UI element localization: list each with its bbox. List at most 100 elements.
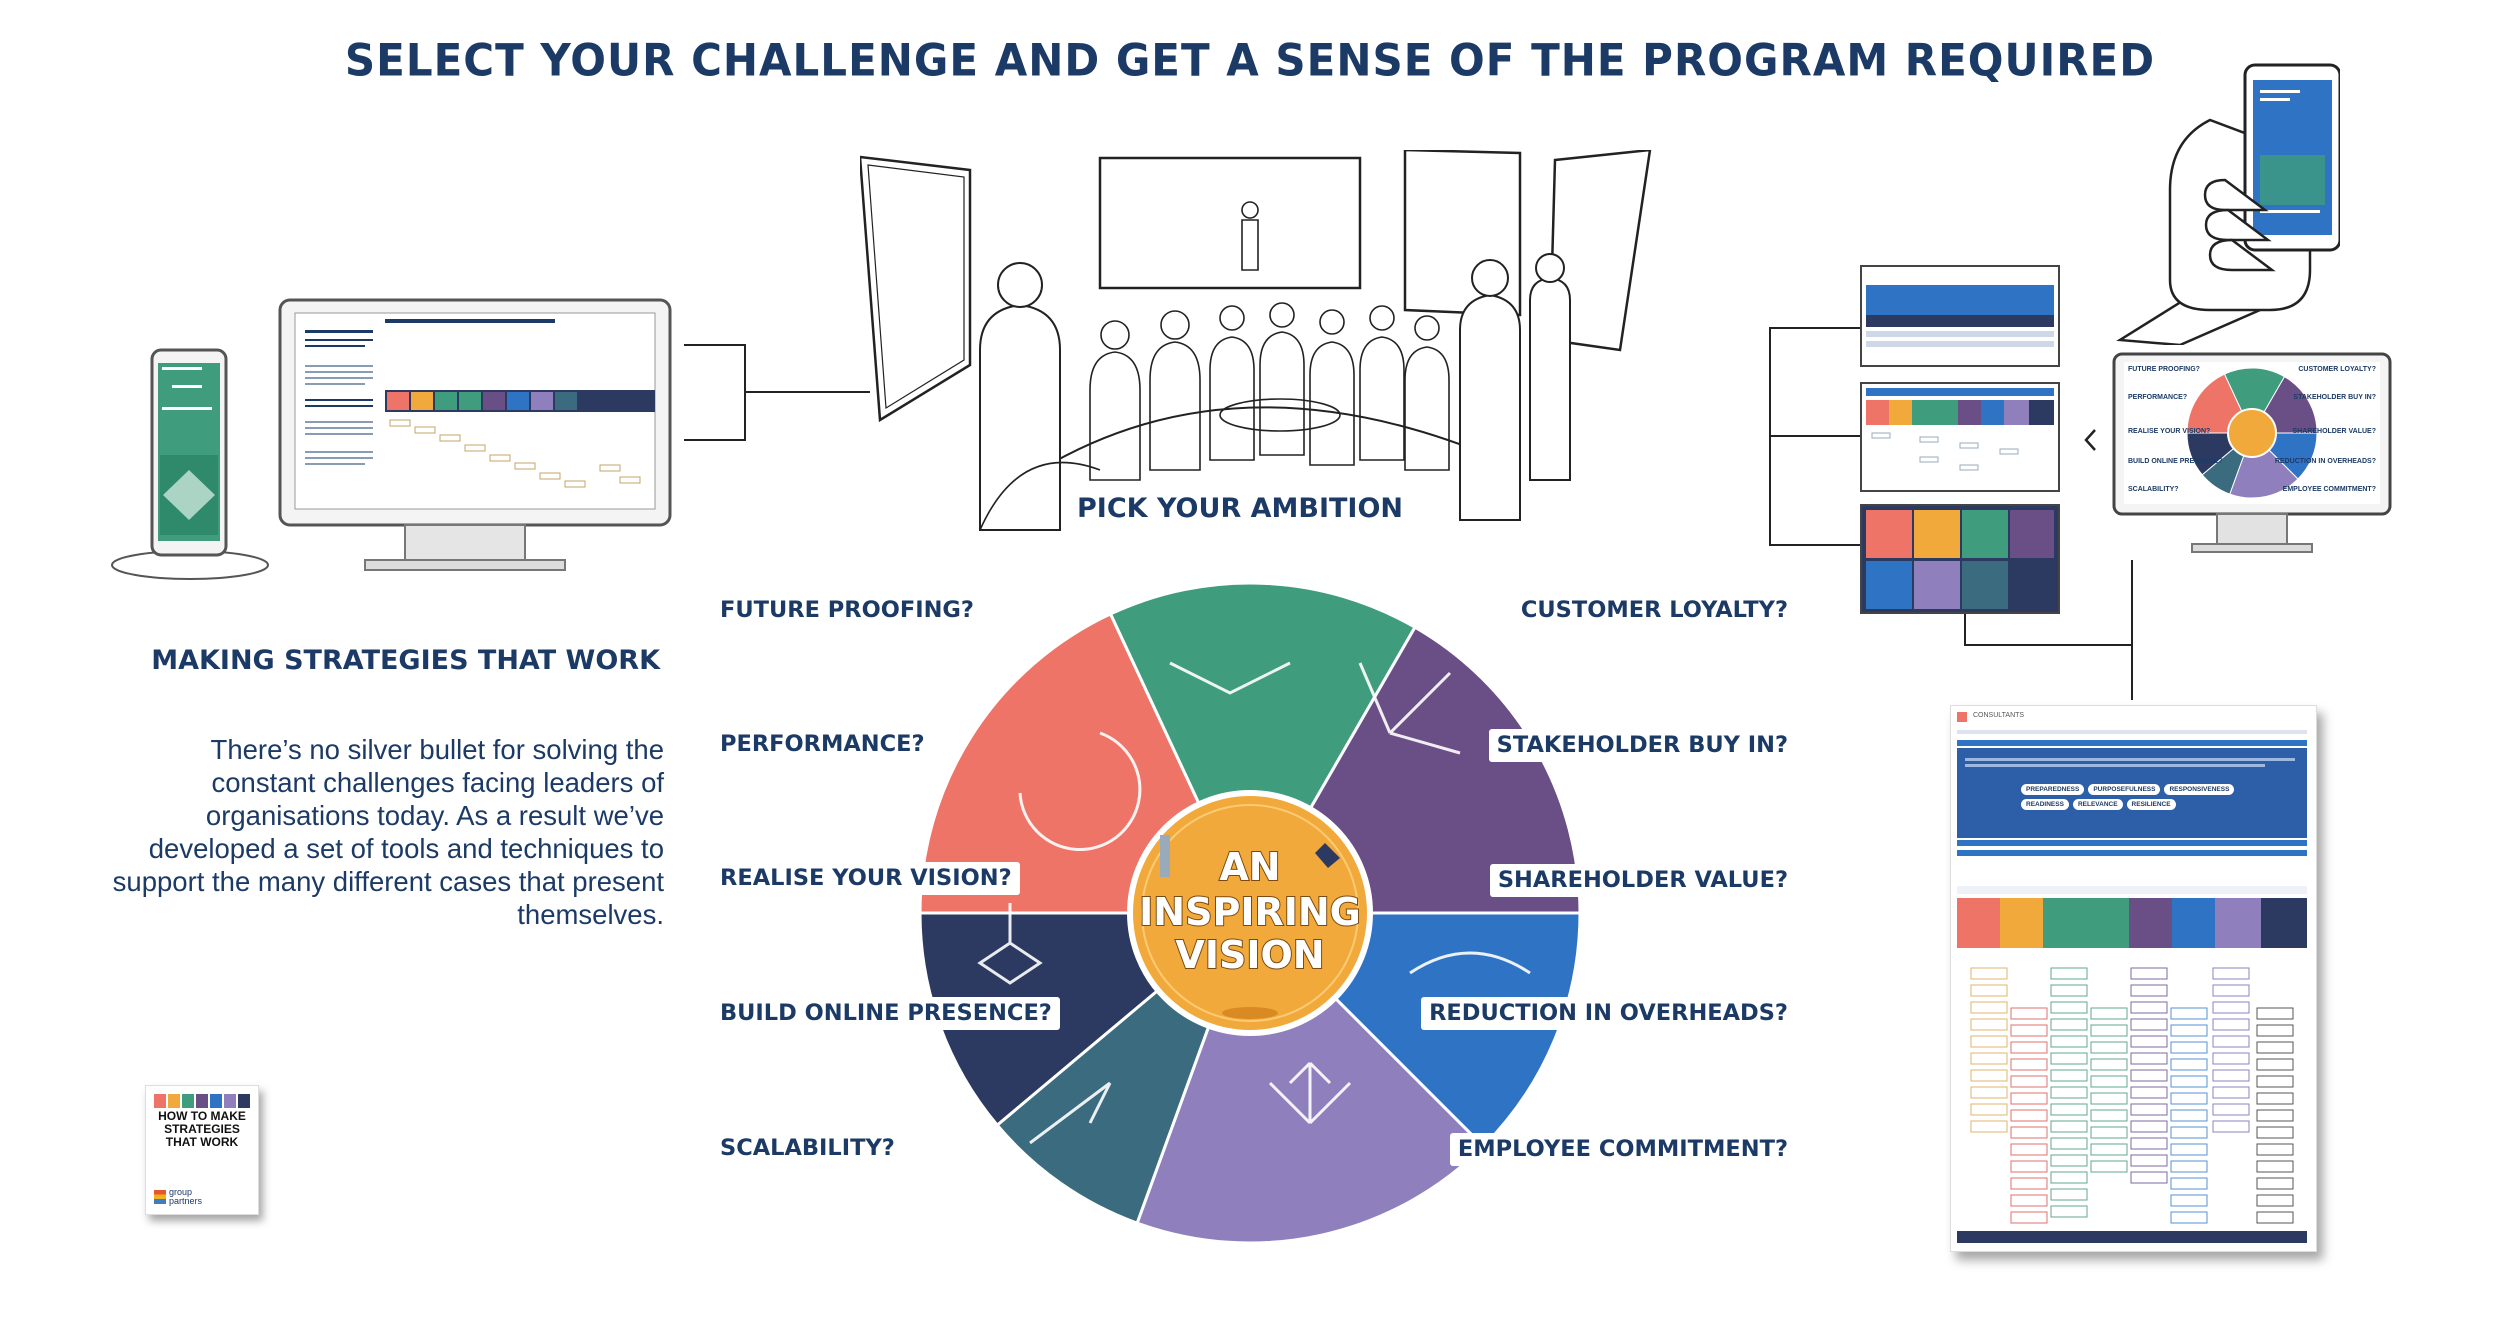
document-header: CONSULTANTS <box>1973 712 2025 719</box>
document-cell <box>2010 1092 2048 1105</box>
hand-holding-phone <box>2116 63 2340 345</box>
document-cell <box>2212 1035 2250 1048</box>
mini-wheel-center <box>2227 408 2277 458</box>
document-cell <box>2090 1007 2128 1020</box>
document-cell <box>2212 1069 2250 1082</box>
document-cell <box>2170 1211 2208 1224</box>
segment-future-proofing[interactable] <box>1108 581 1418 917</box>
document-cell <box>2256 1041 2294 1054</box>
document-cell <box>1970 1052 2008 1065</box>
document-cell <box>2130 1018 2168 1031</box>
document-cell <box>2010 1007 2048 1020</box>
document-cell <box>2130 1035 2168 1048</box>
document-cell <box>2130 1086 2168 1099</box>
cube-icon <box>1315 843 1340 868</box>
document-cell <box>1970 1018 2008 1031</box>
page-title: SELECT YOUR CHALLENGE AND GET A SENSE OF… <box>344 34 2156 87</box>
ambition-build-online-presence[interactable]: BUILD ONLINE PRESENCE? <box>712 997 1060 1030</box>
document-cell <box>2050 1154 2088 1167</box>
ambition-performance[interactable]: PERFORMANCE? <box>720 731 925 757</box>
document-cell <box>2170 1126 2208 1139</box>
ambition-customer-loyalty[interactable]: CUSTOMER LOYALTY? <box>1520 597 1788 623</box>
pick-ambition-heading: PICK YOUR AMBITION <box>1077 493 1404 524</box>
document-cell <box>2256 1143 2294 1156</box>
document-cell <box>2010 1143 2048 1156</box>
document-cell <box>2256 1160 2294 1173</box>
document-cell <box>2170 1109 2208 1122</box>
ambition-future-proofing[interactable]: FUTURE PROOFING? <box>720 597 974 623</box>
document-banner-pill: PURPOSEFULNESS <box>2088 784 2161 795</box>
document-cell <box>2010 1177 2048 1190</box>
document-cell <box>2050 1188 2088 1201</box>
monitor-wheel-preview[interactable]: FUTURE PROOFING? PERFORMANCE? REALISE YO… <box>2112 352 2392 567</box>
compass-icon <box>977 903 1043 985</box>
making-strategies-heading: MAKING STRATEGIES THAT WORK <box>151 645 660 676</box>
document-cell <box>1970 984 2008 997</box>
ambition-employee-commitment[interactable]: EMPLOYEE COMMITMENT? <box>1449 1133 1796 1166</box>
document-cell <box>2130 1120 2168 1133</box>
document-cell <box>2130 984 2168 997</box>
document-cell <box>2130 1052 2168 1065</box>
document-cell <box>2010 1075 2048 1088</box>
document-cell <box>2170 1143 2208 1156</box>
center-text-line1: AN <box>1219 845 1280 889</box>
document-cell <box>2256 1092 2294 1105</box>
document-cell <box>2050 1120 2088 1133</box>
ambition-shareholder-value[interactable]: SHAREHOLDER VALUE? <box>1489 864 1796 897</box>
document-cell <box>2010 1041 2048 1054</box>
tower-icon <box>1160 835 1170 877</box>
ambition-reduction-overheads[interactable]: REDUCTION IN OVERHEADS? <box>1421 997 1796 1030</box>
ambition-stakeholder-buy-in[interactable]: STAKEHOLDER BUY IN? <box>1488 729 1796 762</box>
document-cell <box>2090 1041 2128 1054</box>
document-cell <box>2090 1109 2128 1122</box>
document-cell <box>2170 1075 2208 1088</box>
document-cell <box>2130 967 2168 980</box>
ambition-scalability[interactable]: SCALABILITY? <box>720 1135 895 1161</box>
document-cell <box>2256 1177 2294 1190</box>
document-cell <box>2130 1103 2168 1116</box>
desktop-and-tablet-illustration <box>111 298 672 580</box>
document-cell <box>2010 1194 2048 1207</box>
book-color-stripes <box>154 1094 250 1108</box>
document-banner-pill: RESILIENCE <box>2126 799 2176 810</box>
document-cell <box>1970 1086 2008 1099</box>
ambition-wheel: AN INSPIRING VISION <box>918 581 1582 1245</box>
document-cell <box>2212 1086 2250 1099</box>
document-banner-pill: READINESS <box>2021 799 2069 810</box>
document-cell <box>2130 1069 2168 1082</box>
platform-arrows-icon <box>1169 661 1291 695</box>
document-banner-pill: PREPAREDNESS <box>2021 784 2085 795</box>
platform-icon <box>1222 1007 1278 1019</box>
document-cell <box>2050 984 2088 997</box>
document-cell <box>2212 1103 2250 1116</box>
document-cell <box>2212 1120 2250 1133</box>
document-cell <box>2010 1211 2048 1224</box>
ambition-realise-vision[interactable]: REALISE YOUR VISION? <box>712 862 1020 895</box>
wheel-center[interactable] <box>1127 790 1373 1036</box>
document-cell <box>2050 1137 2088 1150</box>
document-cell <box>2010 1160 2048 1173</box>
document-cell <box>2256 1007 2294 1020</box>
document-cell <box>2090 1092 2128 1105</box>
document-cell <box>1970 1120 2008 1133</box>
document-cell <box>2256 1058 2294 1071</box>
document-cell <box>2090 1075 2128 1088</box>
document-cell <box>2170 1024 2208 1037</box>
document-cell <box>2050 1035 2088 1048</box>
document-cell <box>2050 1205 2088 1218</box>
document-cell <box>2212 984 2250 997</box>
document-cell <box>2050 1171 2088 1184</box>
document-cell <box>2256 1075 2294 1088</box>
document-cell <box>2130 1001 2168 1014</box>
document-cell <box>2090 1058 2128 1071</box>
document-cell <box>2130 1154 2168 1167</box>
document-cell <box>2010 1058 2048 1071</box>
program-screens-stack <box>1860 265 2060 614</box>
document-cell <box>2170 1007 2208 1020</box>
document-cell <box>2090 1160 2128 1173</box>
